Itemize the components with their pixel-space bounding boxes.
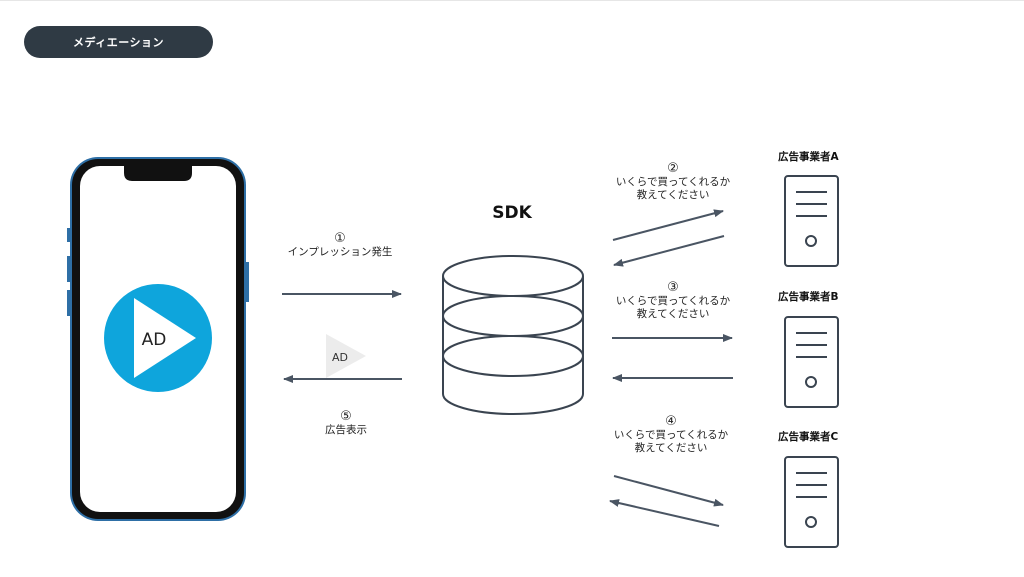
ad-preview-label: AD [332, 351, 348, 364]
mediation-title: メディエーション [72, 36, 164, 49]
step-1-label: インプレッション発生 [287, 246, 393, 258]
server-c-icon [784, 456, 839, 548]
ad-preview-play-icon [326, 334, 366, 378]
step-4-line1: いくらで買ってくれるか [613, 429, 729, 441]
step-5-label: 広告表示 [325, 424, 367, 436]
top-divider [0, 0, 1024, 1]
step-1-number: ① [334, 231, 346, 246]
step-2-caption: ② いくらで買ってくれるか 教えてください [600, 162, 746, 202]
step-2-number: ② [667, 161, 679, 176]
phone-volume-up [67, 256, 70, 282]
phone-ad-label: AD [142, 330, 167, 350]
smartphone: AD [67, 157, 249, 521]
step-2-line2: 教えてください [636, 189, 710, 201]
arrow-sdk-to-vendor-a [612, 209, 724, 241]
arrow-vendor-c-to-sdk [609, 499, 720, 527]
step-3-line1: いくらで買ってくれるか [615, 295, 731, 307]
phone-side-button [67, 228, 70, 242]
step-2-line1: いくらで買ってくれるか [615, 176, 731, 188]
ad-preview: AD [326, 334, 366, 378]
vendor-b-label: 広告事業者B [778, 291, 839, 303]
play-icon [134, 298, 196, 378]
sdk-database-icon [442, 255, 584, 415]
step-3-number: ③ [667, 280, 679, 295]
server-b-icon [784, 316, 839, 408]
sdk-label: SDK [492, 203, 532, 223]
arrow-vendor-a-to-sdk [613, 235, 725, 267]
vendor-a-label: 広告事業者A [778, 151, 839, 163]
step-3-caption: ③ いくらで買ってくれるか 教えてください [600, 281, 746, 321]
arrow-sdk-to-vendor-c [613, 475, 724, 507]
step-4-line2: 教えてください [634, 442, 708, 454]
phone-power-button [246, 262, 249, 302]
phone-notch [124, 166, 192, 181]
vendor-c-label: 広告事業者C [778, 431, 839, 443]
step-1-caption: ① インプレッション発生 [280, 232, 400, 259]
step-4-number: ④ [665, 414, 677, 429]
step-5-caption: ⑤ 広告表示 [306, 410, 386, 437]
step-5-number: ⑤ [340, 409, 352, 424]
phone-volume-down [67, 290, 70, 316]
step-4-caption: ④ いくらで買ってくれるか 教えてください [598, 415, 744, 455]
step-3-line2: 教えてください [636, 308, 710, 320]
mediation-title-pill: メディエーション [24, 26, 213, 58]
server-a-icon [784, 175, 839, 267]
